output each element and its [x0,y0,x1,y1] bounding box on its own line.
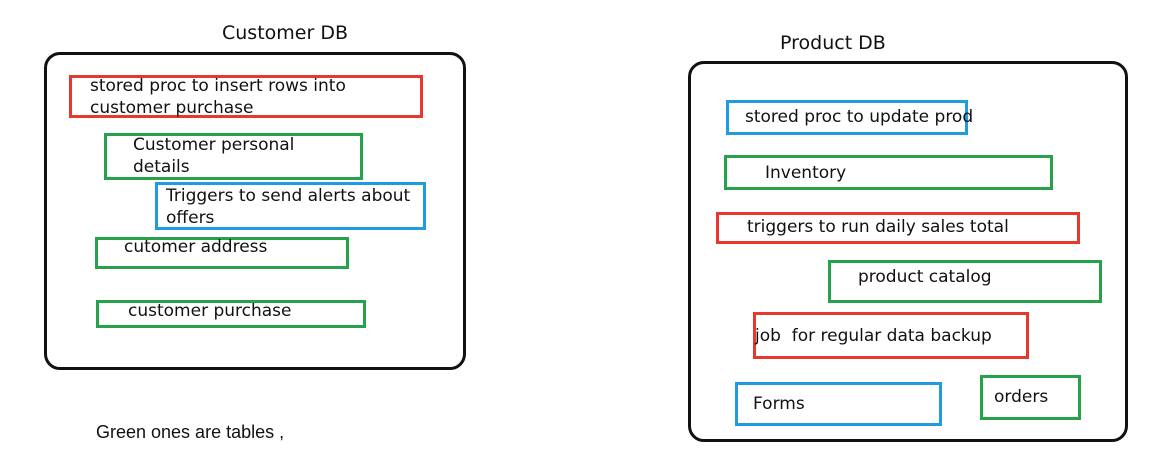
customer-db-title: Customer DB [222,22,348,44]
customer-db-item-label: Customer personal details [133,135,295,177]
product-db-item-label: job for regular data backup [755,326,992,346]
customer-db-item-label: customer purchase [128,301,292,321]
product-db-item-label: orders [994,387,1049,407]
product-db-item-label: Inventory [765,163,847,183]
customer-db-item-box [95,237,349,269]
product-db-item-box [735,382,942,426]
product-db-item-box [980,375,1081,420]
product-db-item-label: Forms [753,394,805,414]
customer-db-item-box [155,182,426,230]
legend-note: Green ones are tables , [96,422,285,442]
customer-db-item-label: stored proc to insert rows into customer… [90,76,346,118]
product-db-item-box [724,155,1053,190]
product-db-item-label: triggers to run daily sales total [747,217,1009,237]
customer-db-item-box [104,133,363,180]
customer-db-item-label: Triggers to send alerts about offers [166,186,411,228]
customer-db-item-box [96,300,366,328]
customer-db-item-box [69,75,423,118]
product-db-item-box [726,100,968,135]
product-db-title: Product DB [780,32,886,54]
product-db-item-box [753,312,1029,359]
product-db-container [688,61,1128,442]
product-db-item-label: stored proc to update prod [745,107,974,127]
product-db-item-box [828,260,1102,303]
customer-db-container [44,52,466,370]
product-db-item-box [716,212,1080,244]
product-db-item-label: product catalog [858,267,992,287]
customer-db-item-label: cutomer address [124,237,268,257]
